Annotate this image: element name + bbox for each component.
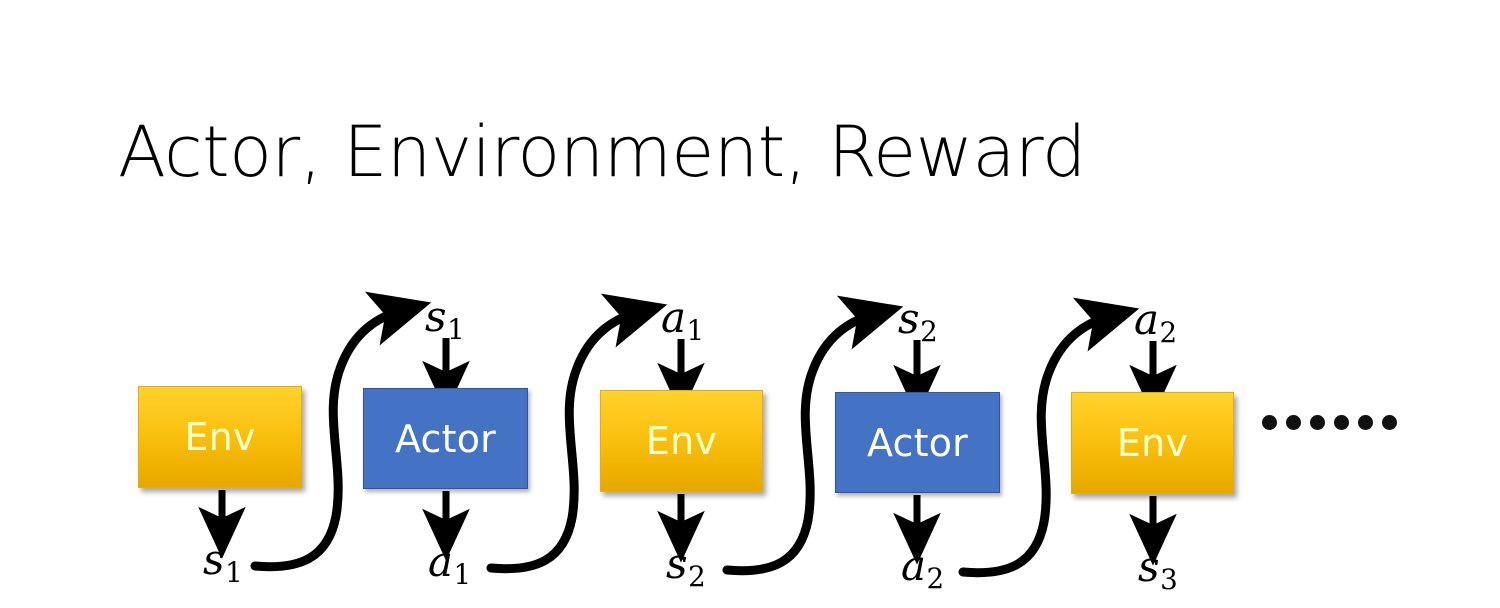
node-label: Actor [867,420,968,465]
label-subscript: 1 [225,555,243,589]
node-label: Env [184,415,256,459]
label-base: a [1134,295,1160,344]
label-base: a [661,293,687,342]
label-action-a2-top: a2 [1134,299,1178,349]
label-subscript: 2 [688,559,706,593]
node-label: Env [645,419,718,463]
label-subscript: 2 [920,314,938,348]
label-base: s [425,292,447,341]
label-state-s1-bottom: s1 [203,539,243,589]
label-state-s2-bottom: s2 [666,543,706,593]
ellipsis-dot [1382,415,1397,430]
label-base: a [428,537,454,586]
node-actor-2[interactable]: Actor [835,392,1000,493]
label-subscript: 2 [926,561,945,595]
label-subscript: 2 [1159,315,1178,349]
label-action-a1-bottom: a1 [428,541,472,591]
label-action-a2-bottom: a2 [901,545,945,595]
label-subscript: 3 [1160,562,1178,596]
label-base: s [1138,542,1160,591]
node-label: Env [1116,421,1189,465]
node-label: Actor [395,416,496,461]
node-env-2[interactable]: Env [600,390,763,492]
ellipsis-dot-group-2 [1334,415,1397,430]
label-base: s [203,535,225,584]
label-base: s [666,539,688,588]
node-actor-1[interactable]: Actor [363,388,528,489]
node-env-3[interactable]: Env [1071,392,1234,494]
label-subscript: 1 [453,557,472,591]
label-state-s2-top: s2 [898,298,938,348]
ellipsis-dot [1334,415,1349,430]
label-base: s [898,294,920,343]
label-base: a [901,541,927,590]
label-state-s1-top: s1 [425,296,465,346]
ellipsis-dot [1358,415,1373,430]
ellipsis-dot [1286,415,1301,430]
page-title: Actor, Environment, Reward [118,111,1086,193]
ellipsis-dot [1310,415,1325,430]
label-subscript: 1 [447,312,465,346]
label-state-s3-bottom: s3 [1138,546,1178,596]
ellipsis-icon [1262,415,1397,430]
label-subscript: 1 [686,313,705,347]
label-action-a1-top: a1 [661,297,705,347]
ellipsis-dot-group-1 [1262,415,1325,430]
ellipsis-dot [1262,415,1277,430]
node-env-1[interactable]: Env [138,386,302,488]
